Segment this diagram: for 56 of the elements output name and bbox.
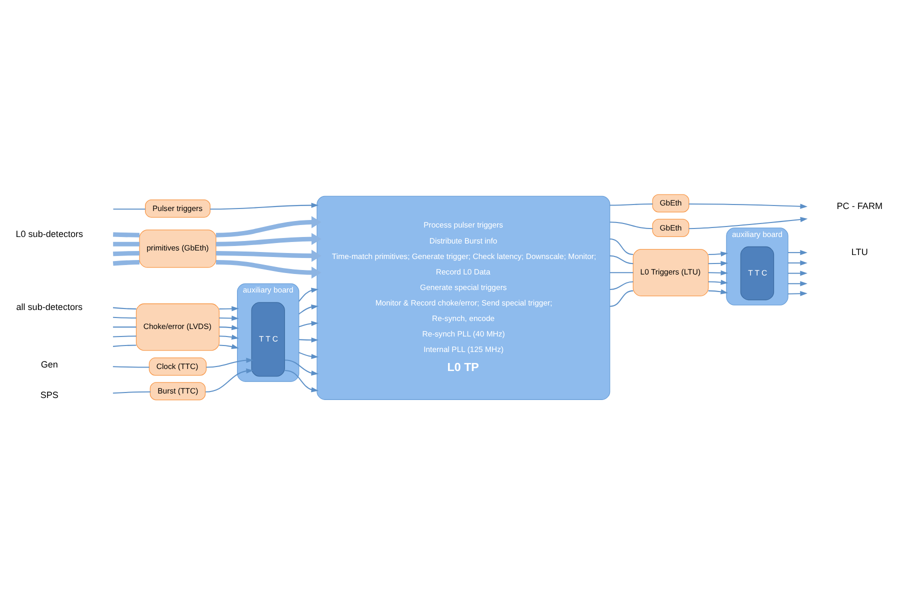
- arrow: [708, 279, 728, 284]
- arrow: [788, 290, 808, 296]
- arrow: [788, 270, 808, 276]
- arrow: [298, 320, 319, 327]
- connector: [610, 238, 634, 255]
- arrow: [219, 324, 239, 330]
- arrow: [219, 344, 239, 349]
- arrow: [284, 359, 319, 376]
- label: SPS: [40, 390, 58, 400]
- connector: [113, 326, 136, 328]
- connector: [610, 290, 634, 306]
- connector: [610, 272, 634, 273]
- arrow: [788, 250, 808, 255]
- arrow: [219, 334, 239, 340]
- label: L0 sub-detectors: [16, 228, 84, 238]
- arrow: [708, 260, 728, 266]
- connector: [610, 221, 653, 229]
- connector: [112, 390, 151, 394]
- arrow: [298, 287, 319, 302]
- connector: [610, 280, 634, 290]
- arrow: [688, 202, 808, 208]
- label: all sub-detectors: [16, 302, 83, 312]
- connector: [113, 335, 136, 337]
- connector: [610, 202, 653, 206]
- connector: [113, 241, 140, 246]
- connector: [112, 366, 150, 368]
- arrow: [216, 260, 322, 278]
- connector: [112, 260, 140, 266]
- connector: [113, 208, 146, 210]
- connector: [112, 344, 136, 346]
- arrow: [788, 260, 808, 265]
- connector: [113, 232, 140, 237]
- arrow: [210, 202, 319, 210]
- arrow: [206, 357, 254, 368]
- connector: [112, 306, 136, 309]
- arrow: [708, 288, 728, 294]
- arrow: [219, 306, 239, 311]
- label: LTU: [851, 246, 868, 256]
- arrow: [788, 280, 808, 286]
- arrow: [298, 336, 319, 342]
- connector: [610, 254, 634, 264]
- arrow: [284, 369, 319, 392]
- label: Gen: [40, 359, 58, 370]
- arrow: [708, 250, 728, 256]
- arrow: [216, 216, 322, 237]
- arrow: [216, 232, 322, 246]
- arrow: [206, 368, 254, 392]
- arrow: [708, 270, 728, 275]
- arrow: [298, 351, 319, 359]
- connector: [113, 316, 136, 318]
- connector: [113, 250, 140, 256]
- arrow: [216, 249, 322, 262]
- label: PC - FARM: [836, 200, 883, 210]
- arrow: [688, 216, 808, 229]
- arrow: [219, 315, 239, 320]
- arrow: [298, 304, 319, 314]
